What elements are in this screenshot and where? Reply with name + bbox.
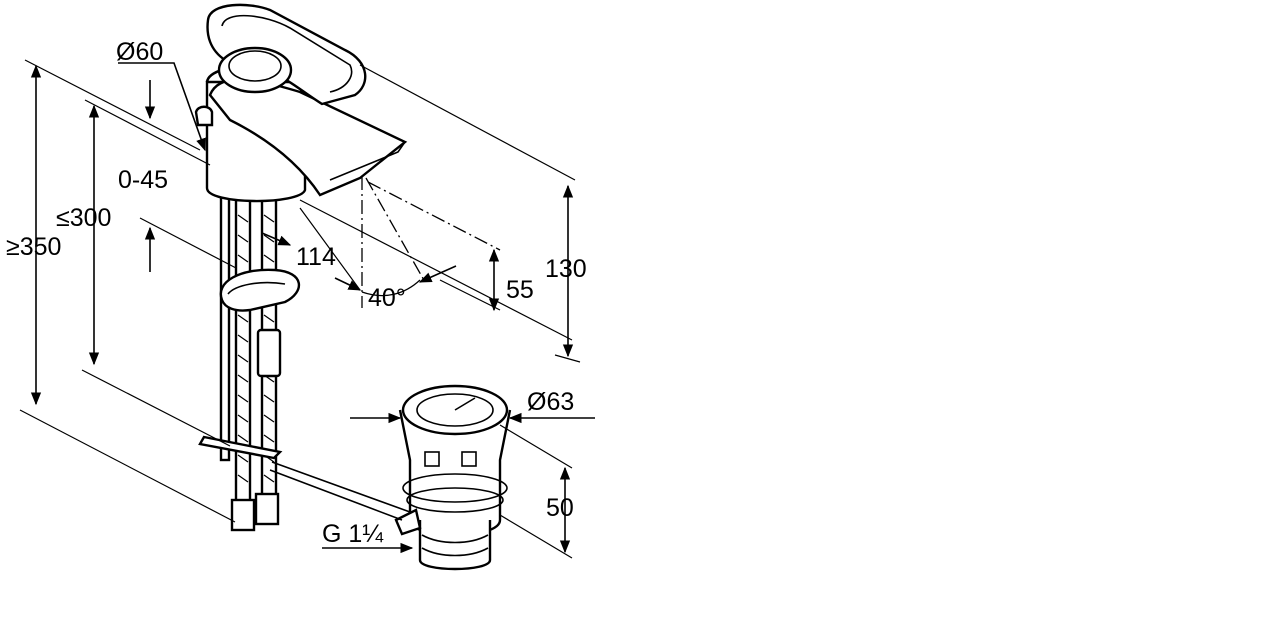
popup-rod [194,105,214,127]
spray-angle-label: 40° [368,284,406,312]
waste-valve [394,384,512,571]
linkage-rod [269,461,411,521]
waste-thread-label: G 1¼ [322,520,384,548]
mounting-clamp [198,268,301,460]
supply-hoses [230,198,282,532]
mixer-tap [194,3,408,532]
waste-diameter-label: Ø63 [527,388,574,416]
min-length-label: ≥350 [6,233,61,261]
max-height-label: ≤300 [56,204,111,232]
waste-height-label: 50 [546,494,574,522]
dimension-lines [19,59,595,559]
total-height-label: 130 [545,255,587,283]
mounting-rod [219,188,231,462]
adjust-range-label: 0-45 [118,166,168,194]
body-diameter-label: Ø60 [116,38,163,66]
spout-projection-label: 114 [296,243,336,271]
spout-height-label: 55 [506,276,534,304]
lever-handle [206,3,367,106]
